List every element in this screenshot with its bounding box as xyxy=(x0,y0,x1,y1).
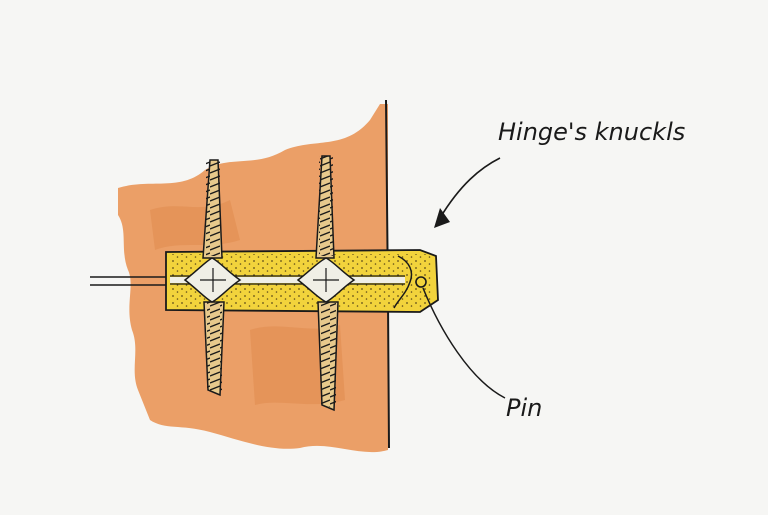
hinge-pin xyxy=(415,276,427,288)
leaf-gap-fill xyxy=(170,277,405,283)
knuckles-arrowhead xyxy=(434,208,450,228)
knuckles-arrow xyxy=(439,157,501,219)
wood-shade xyxy=(150,200,345,405)
knuckles-label: Hinge's knuckls xyxy=(498,118,685,146)
hinge-knuckle xyxy=(393,255,413,309)
thin-leaf-line xyxy=(90,276,170,286)
screw-left xyxy=(183,159,242,397)
pin-label: Pin xyxy=(506,394,542,422)
pin-leader-line xyxy=(422,287,506,399)
screw-right xyxy=(296,155,356,412)
